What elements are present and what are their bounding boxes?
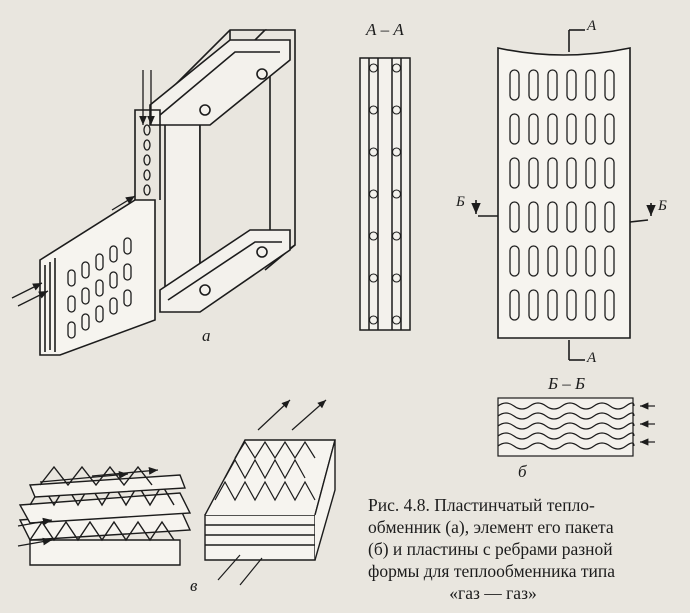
- label-fig-v: в: [190, 576, 198, 595]
- plate-slot: [509, 113, 520, 145]
- plate-slot: [509, 69, 520, 101]
- plate-slot: [547, 201, 558, 233]
- plate-slot: [528, 245, 539, 277]
- plate-slot: [604, 113, 615, 145]
- finned-plates-offset: [204, 399, 336, 586]
- plate-slot: [547, 157, 558, 189]
- plate-slot: [566, 289, 577, 321]
- section-b-b: [497, 397, 655, 457]
- plate-slot: [585, 201, 596, 233]
- plate-slot: [585, 69, 596, 101]
- plate-slot: [604, 201, 615, 233]
- plate-slot: [547, 289, 558, 321]
- label-section-b-b: Б – Б: [548, 374, 586, 393]
- plate-slot: [566, 201, 577, 233]
- plate-slot: [585, 113, 596, 145]
- plate-element-b: [471, 29, 656, 361]
- plate-slot: [528, 69, 539, 101]
- plate-slot: [528, 157, 539, 189]
- label-mark-a-top: А: [587, 18, 597, 34]
- label-fig-a: а: [202, 326, 211, 345]
- plate-slot: [547, 113, 558, 145]
- caption-line-5: «газ — газ»: [449, 583, 537, 603]
- plate-slot: [509, 157, 520, 189]
- label-mark-b-left: Б: [456, 194, 465, 210]
- section-a-a: [359, 57, 411, 331]
- plate-slot: [509, 289, 520, 321]
- plate-slot: [566, 113, 577, 145]
- plate-slot: [509, 245, 520, 277]
- caption-line-4: формы для теплообменника типа: [368, 561, 616, 581]
- plate-slot: [528, 201, 539, 233]
- plate-slot: [547, 245, 558, 277]
- finned-plates-triangular: [17, 465, 192, 566]
- label-section-a-a: А – А: [366, 20, 404, 39]
- plate-slot: [566, 245, 577, 277]
- label-fig-b: б: [518, 462, 527, 481]
- plate-slot: [585, 157, 596, 189]
- plate-slot: [528, 113, 539, 145]
- plate-slot: [604, 245, 615, 277]
- label-mark-a-bottom: А: [587, 350, 597, 366]
- caption-line-1: Рис. 4.8. Пластинчатый тепло-: [368, 495, 595, 515]
- plate-slot: [566, 69, 577, 101]
- plate-slot: [566, 157, 577, 189]
- figure-caption: Рис. 4.8. Пластинчатый тепло- обменник (…: [368, 494, 678, 604]
- plate-slot: [509, 201, 520, 233]
- plate-slot: [528, 289, 539, 321]
- caption-line-2: обменник (а), элемент его пакета: [368, 517, 614, 537]
- plate-slot: [604, 157, 615, 189]
- plate-slot: [585, 289, 596, 321]
- plate-slot: [604, 69, 615, 101]
- plate-slot: [604, 289, 615, 321]
- caption-line-3: (б) и пластины с ребрами разной: [368, 539, 613, 559]
- exchanger-assembly-a: [11, 29, 296, 356]
- plate-slot: [585, 245, 596, 277]
- plate-slot: [547, 69, 558, 101]
- label-mark-b-right: Б: [658, 198, 667, 214]
